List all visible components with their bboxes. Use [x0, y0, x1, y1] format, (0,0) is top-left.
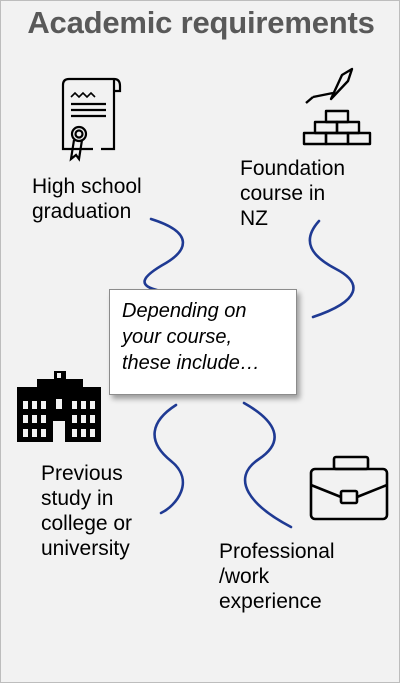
page-title: Academic requirements — [27, 5, 375, 40]
connector-previous-study — [153, 403, 185, 515]
connector-high-school — [143, 217, 185, 293]
label-previous-study: Previous study in college or university — [41, 462, 133, 560]
connector-professional — [242, 401, 293, 529]
label-high-school-graduation: High school graduation — [32, 175, 142, 223]
label-foundation-course: Foundation course in NZ — [240, 157, 346, 230]
label-professional-experience: Professional /work experience — [219, 540, 335, 613]
connector-foundation — [308, 219, 355, 319]
center-callout-box: Depending on your course, these include… — [109, 289, 297, 395]
